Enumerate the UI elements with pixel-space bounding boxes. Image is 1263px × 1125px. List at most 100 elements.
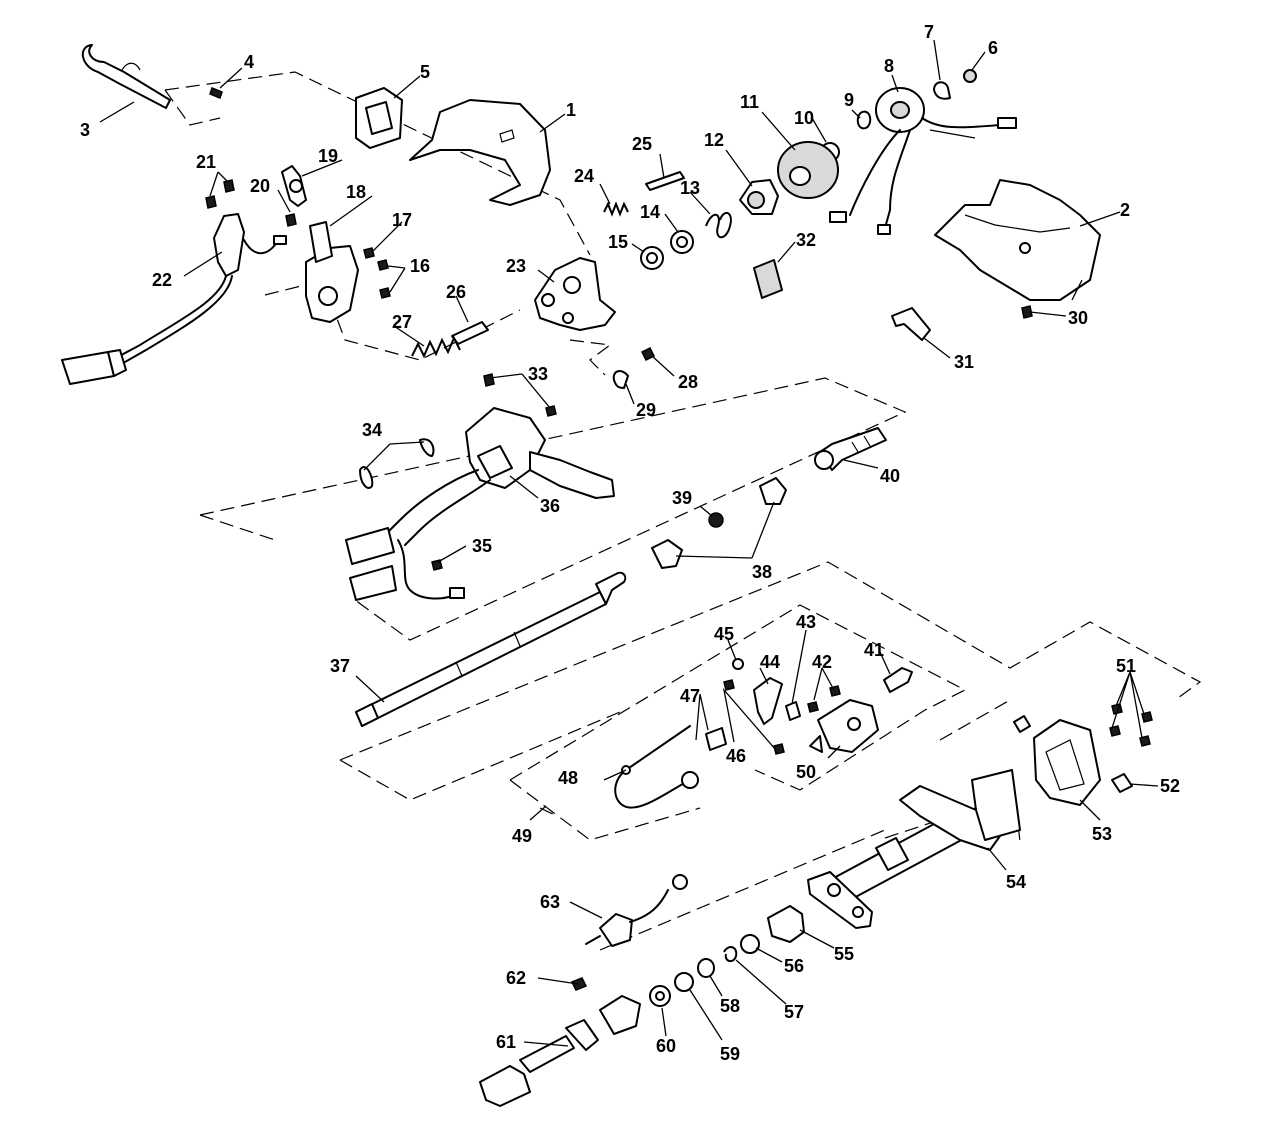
clip-34b xyxy=(419,438,435,457)
screw-28 xyxy=(640,346,656,362)
callout-27: 27 xyxy=(392,312,412,332)
disc-11 xyxy=(777,141,839,199)
bracket-44 xyxy=(753,677,783,725)
parts-layer xyxy=(61,44,1153,1107)
callout-6: 6 xyxy=(988,38,998,58)
callout-28: 28 xyxy=(678,372,698,392)
callout-53: 53 xyxy=(1092,824,1112,844)
ring-9 xyxy=(856,110,872,130)
housing-23 xyxy=(534,257,616,331)
screw-42b xyxy=(829,685,841,697)
callout-55: 55 xyxy=(834,944,854,964)
spring-27 xyxy=(411,335,461,359)
callout-56: 56 xyxy=(784,956,804,976)
bearing-60 xyxy=(649,985,671,1007)
callout-35: 35 xyxy=(472,536,492,556)
switch-22 xyxy=(61,213,287,385)
callout-12: 12 xyxy=(704,130,724,150)
nut-52 xyxy=(1111,773,1133,793)
spring-57 xyxy=(723,946,738,962)
ring-59 xyxy=(674,972,694,992)
callout-3: 3 xyxy=(80,120,90,140)
lower-cover-2 xyxy=(934,179,1101,301)
washer-56 xyxy=(740,934,760,954)
screw-21b xyxy=(223,179,235,193)
ring-58 xyxy=(697,958,715,978)
bearing-15 xyxy=(640,246,664,270)
callout-23: 23 xyxy=(506,256,526,276)
screw-35 xyxy=(431,559,443,571)
bolt-41 xyxy=(883,667,913,693)
callout-31: 31 xyxy=(954,352,974,372)
screw-33a xyxy=(483,373,495,387)
screw-21a xyxy=(205,195,217,209)
callout-8: 8 xyxy=(884,56,894,76)
pin-25 xyxy=(645,171,685,191)
plate-53 xyxy=(1033,719,1101,806)
screw-30 xyxy=(1021,305,1033,319)
bracket-47 xyxy=(705,727,727,751)
callout-7: 7 xyxy=(924,22,934,42)
sensor-63 xyxy=(585,874,688,947)
gear-39 xyxy=(708,512,724,528)
callout-13: 13 xyxy=(680,178,700,198)
lock-50 xyxy=(809,699,879,753)
bolt-62 xyxy=(570,977,588,991)
callout-47: 47 xyxy=(680,686,700,706)
screw-16a xyxy=(377,259,389,271)
callout-38: 38 xyxy=(752,562,772,582)
callout-37: 37 xyxy=(330,656,350,676)
callout-48: 48 xyxy=(558,768,578,788)
callout-29: 29 xyxy=(636,400,656,420)
callout-30: 30 xyxy=(1068,308,1088,328)
callout-52: 52 xyxy=(1160,776,1180,796)
cable-48 xyxy=(614,725,699,809)
callout-34: 34 xyxy=(362,420,382,440)
callout-26: 26 xyxy=(446,282,466,302)
clip-7 xyxy=(933,81,951,100)
callout-32: 32 xyxy=(796,230,816,250)
callout-16: 16 xyxy=(410,256,430,276)
callout-62: 62 xyxy=(506,968,526,988)
coil-8 xyxy=(829,87,1017,235)
upper-cover-1 xyxy=(409,99,551,206)
screw-42a xyxy=(807,701,819,713)
callout-58: 58 xyxy=(720,996,740,1016)
callout-63: 63 xyxy=(540,892,560,912)
screw-46b xyxy=(723,679,735,691)
callout-41: 41 xyxy=(864,640,884,660)
callout-14: 14 xyxy=(640,202,660,222)
lock-cylinder-19 xyxy=(281,165,307,207)
callout-10: 10 xyxy=(794,108,814,128)
callout-40: 40 xyxy=(880,466,900,486)
bushing-43 xyxy=(785,701,801,721)
callout-49: 49 xyxy=(512,826,532,846)
screw-16b xyxy=(379,287,391,299)
callout-50: 50 xyxy=(796,762,816,782)
callout-9: 9 xyxy=(844,90,854,110)
cam-12 xyxy=(739,179,779,215)
clip-34a xyxy=(359,466,374,489)
callout-25: 25 xyxy=(632,134,652,154)
screw-51b xyxy=(1109,725,1121,737)
boot-55 xyxy=(767,905,805,943)
callout-42: 42 xyxy=(812,652,832,672)
callout-60: 60 xyxy=(656,1036,676,1056)
callout-33: 33 xyxy=(528,364,548,384)
bearing-14 xyxy=(670,230,694,254)
screw-17 xyxy=(363,247,375,259)
callout-labels: 1 2 3 4 5 6 7 8 9 10 11 12 13 14 15 16 1… xyxy=(80,22,1180,1064)
spring-13 xyxy=(705,211,732,239)
screw-46 xyxy=(773,743,785,755)
callout-4: 4 xyxy=(244,52,254,72)
yoke-38a xyxy=(651,539,683,569)
bracket-18 xyxy=(305,221,359,323)
callout-45: 45 xyxy=(714,624,734,644)
callout-21: 21 xyxy=(196,152,216,172)
assembly-boundaries xyxy=(164,71,1202,951)
screw-4 xyxy=(209,87,223,99)
shift-lever xyxy=(82,44,171,109)
screw-20 xyxy=(285,213,297,227)
plate-32 xyxy=(753,259,783,299)
callout-11: 11 xyxy=(740,92,759,112)
